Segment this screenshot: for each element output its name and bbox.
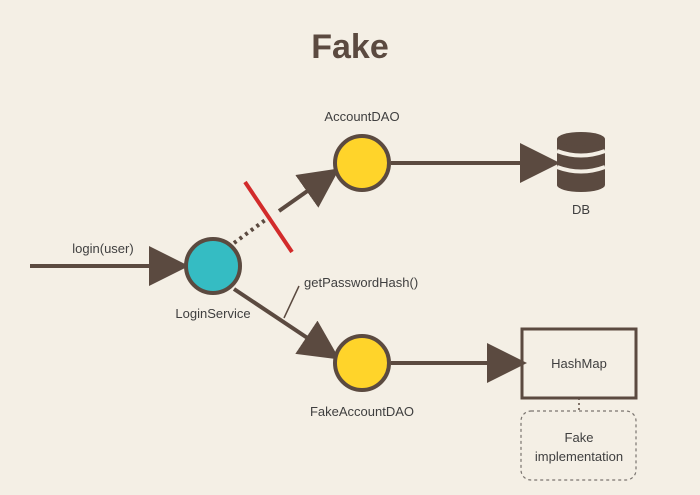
login-label: login(user) (72, 241, 133, 256)
account-dao-arrow (277, 168, 340, 213)
account-dao-node (333, 134, 391, 192)
database-icon (556, 132, 606, 192)
get-password-hash-label: getPasswordHash() (304, 275, 418, 290)
fake-account-dao-arrow (232, 287, 340, 360)
page-title: Fake (311, 28, 389, 66)
fake-implementation-text-line-1: Fake (565, 430, 594, 445)
login-service-node (184, 237, 242, 295)
fake-implementation-note (520, 410, 637, 481)
fake-implementation-text-line-2: implementation (535, 449, 623, 464)
hashmap-label: HashMap (551, 356, 607, 371)
blocked-marker (243, 180, 294, 254)
account-dao-label: AccountDAO (324, 109, 399, 124)
fake-account-dao-label: FakeAccountDAO (310, 404, 414, 419)
blocked-dotted-edge (232, 213, 274, 245)
login-service-label: LoginService (175, 306, 250, 321)
db-label: DB (572, 202, 590, 217)
get-password-hash-leader (283, 285, 300, 319)
fake-account-dao-node (333, 334, 391, 392)
